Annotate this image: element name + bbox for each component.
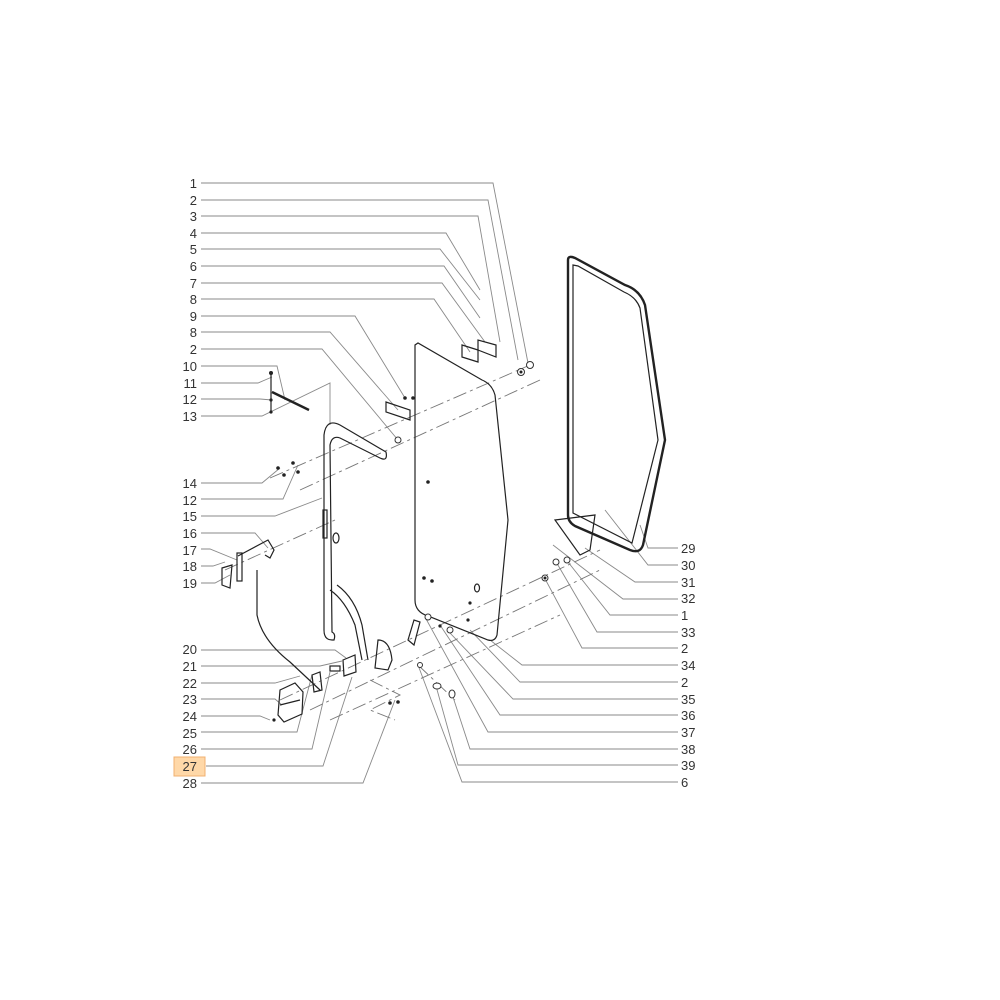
callout-label[interactable]: 20 (183, 642, 197, 657)
callout-label[interactable]: 22 (183, 676, 197, 691)
latch-lever[interactable] (221, 539, 275, 589)
callout-label[interactable]: 11 (184, 376, 198, 391)
callout-label[interactable]: 29 (681, 541, 695, 556)
callout-label[interactable]: 26 (183, 742, 197, 757)
callout-label[interactable]: 38 (681, 742, 695, 757)
callout-label[interactable]: 12 (183, 493, 197, 508)
callout-label[interactable]: 17 (183, 543, 197, 558)
right-callouts: 29 30 31 32 1 33 2 34 2 35 36 37 38 39 6 (681, 541, 695, 790)
callout-label[interactable]: 8 (190, 325, 197, 340)
callout-label[interactable]: 25 (183, 726, 197, 741)
callout-label[interactable]: 34 (681, 658, 695, 673)
callout-label[interactable]: 32 (681, 591, 695, 606)
callout-label[interactable]: 2 (681, 641, 688, 656)
latch-cover[interactable] (272, 682, 304, 723)
callout-label-highlighted[interactable]: 27 (183, 759, 197, 774)
hinge-brackets[interactable] (374, 339, 596, 671)
callout-label[interactable]: 2 (190, 193, 197, 208)
callout-label[interactable]: 15 (183, 509, 197, 524)
latch-cable (256, 570, 321, 691)
callout-label[interactable]: 8 (190, 292, 197, 307)
pin-rod[interactable] (269, 371, 310, 414)
callout-label[interactable]: 14 (183, 476, 197, 491)
latch-mechanism[interactable] (311, 654, 357, 693)
callout-label[interactable]: 3 (190, 209, 197, 224)
callout-label[interactable]: 28 (183, 776, 197, 791)
callout-label[interactable]: 18 (183, 559, 197, 574)
callout-label[interactable]: 1 (681, 608, 688, 623)
assembly-axis-lines (224, 364, 601, 721)
callout-highlight-27 (173, 756, 206, 777)
callout-label[interactable]: 4 (190, 226, 197, 241)
callout-label[interactable]: 24 (183, 709, 197, 724)
callout-label[interactable]: 2 (190, 342, 197, 357)
callout-label[interactable]: 31 (681, 575, 695, 590)
fasteners (276, 361, 571, 705)
callout-label[interactable]: 7 (190, 276, 197, 291)
callout-label[interactable]: 2 (681, 675, 688, 690)
door-glass-panel[interactable] (414, 342, 509, 642)
callout-label[interactable]: 37 (681, 725, 695, 740)
callout-label[interactable]: 16 (183, 526, 197, 541)
callout-label[interactable]: 19 (183, 576, 197, 591)
door-frame-seal[interactable] (566, 255, 667, 553)
callout-label[interactable]: 1 (190, 176, 197, 191)
handle-tube-frame[interactable] (322, 422, 387, 661)
callout-label[interactable]: 35 (681, 692, 695, 707)
callout-label[interactable]: 9 (190, 309, 197, 324)
right-leader-lines (417, 509, 678, 783)
callout-label[interactable]: 6 (681, 775, 688, 790)
callout-label[interactable]: 30 (681, 558, 695, 573)
callout-label[interactable]: 13 (183, 409, 197, 424)
callout-label[interactable]: 10 (183, 359, 197, 374)
callout-label[interactable]: 33 (681, 625, 695, 640)
callout-label[interactable]: 39 (681, 758, 695, 773)
callout-label[interactable]: 23 (183, 692, 197, 707)
callout-label[interactable]: 36 (681, 708, 695, 723)
callout-label[interactable]: 6 (190, 259, 197, 274)
callout-label[interactable]: 21 (183, 659, 197, 674)
callout-label[interactable]: 12 (183, 392, 197, 407)
left-callouts: 1 2 3 4 5 6 7 8 9 8 2 10 11 12 13 14 12 … (173, 176, 206, 791)
left-leader-lines (201, 182, 529, 784)
callout-label[interactable]: 5 (190, 242, 197, 257)
